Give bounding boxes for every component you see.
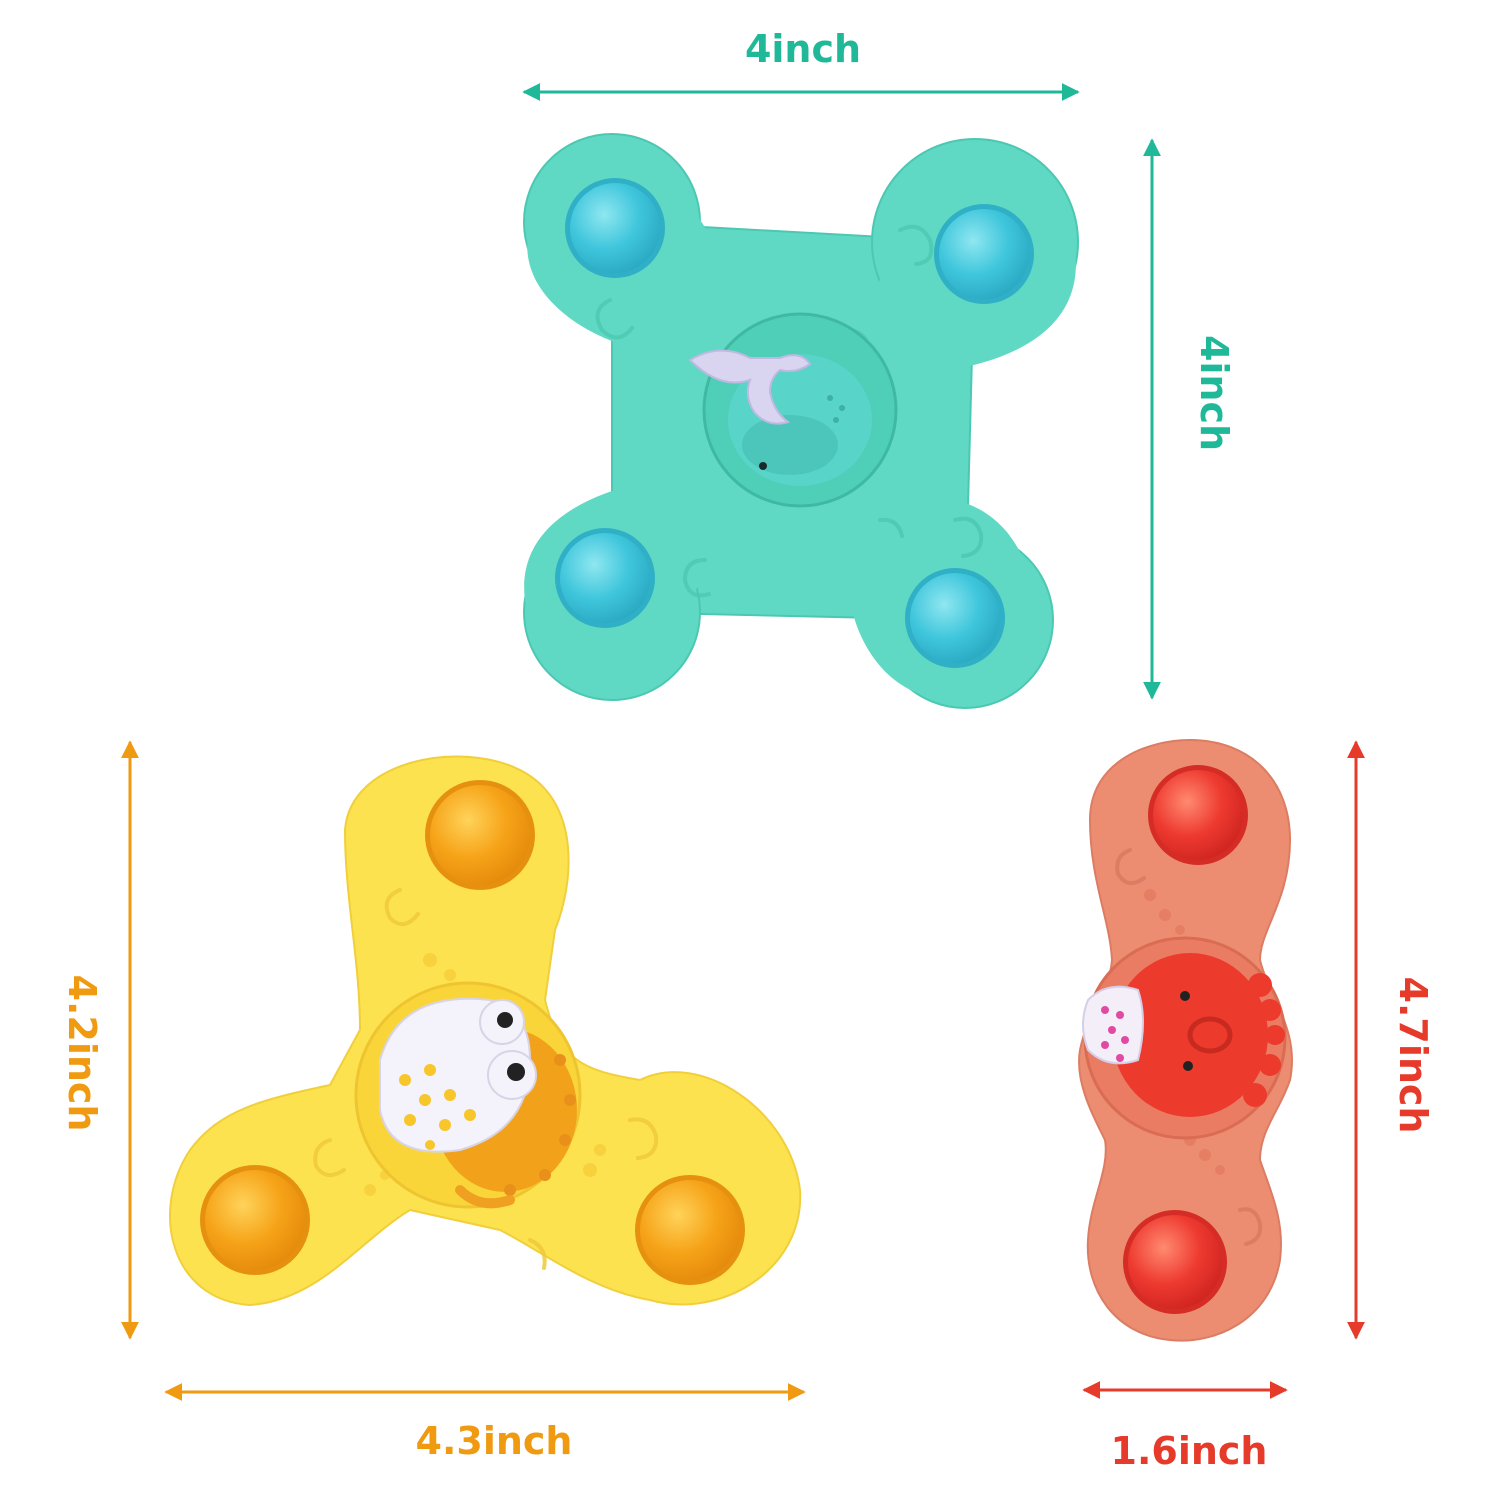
coral-spinner bbox=[1078, 738, 1293, 1342]
yellow-width-label: 4.3inch bbox=[415, 1419, 573, 1463]
red-height-label: 4.7inch bbox=[1391, 976, 1435, 1134]
teal-spinner bbox=[523, 133, 1079, 709]
yellow-spinner bbox=[169, 755, 802, 1307]
yellow-height-label: 4.2inch bbox=[60, 974, 104, 1132]
pufferfish-icon bbox=[379, 997, 577, 1209]
octopus-icon bbox=[1082, 953, 1285, 1117]
whale-icon bbox=[688, 349, 872, 486]
red-width-label: 1.6inch bbox=[1110, 1429, 1268, 1473]
teal-width-label: 4inch bbox=[744, 27, 862, 71]
teal-height-label: 4inch bbox=[1192, 334, 1236, 452]
